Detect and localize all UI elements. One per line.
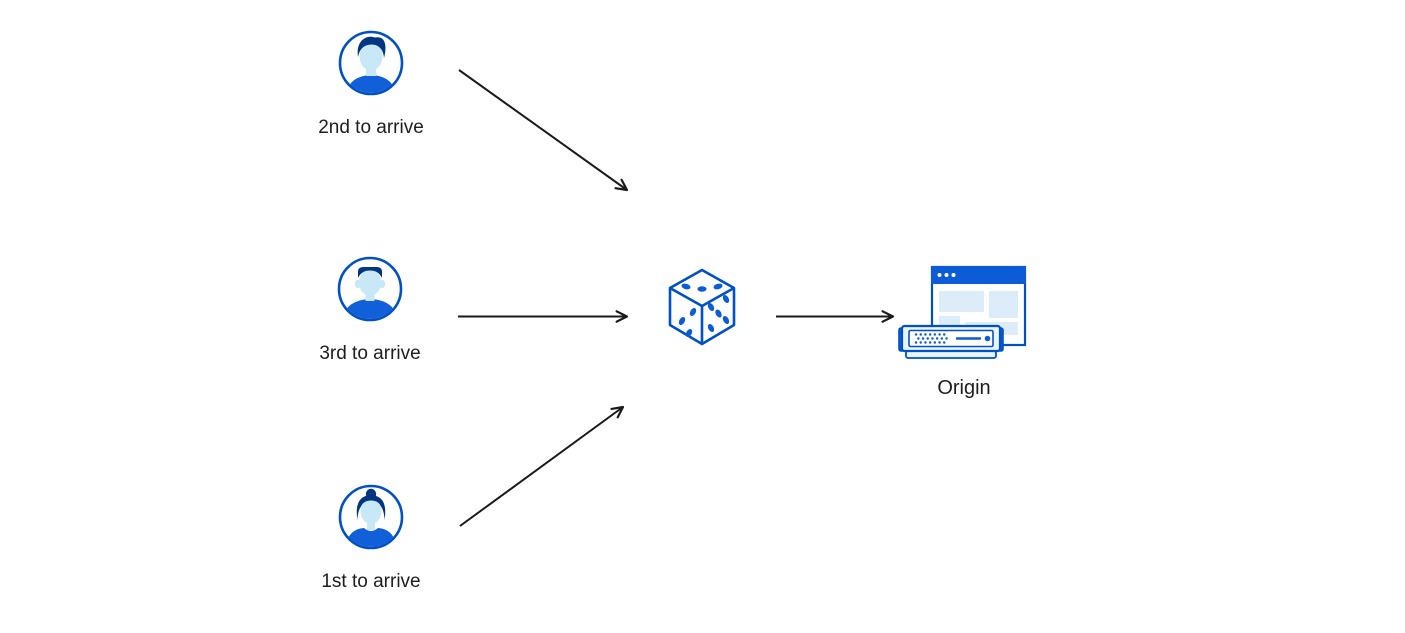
man-flat-top-avatar-icon — [337, 256, 403, 322]
origin-label: Origin — [937, 377, 991, 399]
client-label: 3rd to arrive — [319, 343, 421, 364]
man-swept-hair-avatar-icon — [338, 30, 404, 96]
client-label: 2nd to arrive — [318, 117, 424, 138]
client-node-3rd-to-arrive: 3rd to arrive — [290, 256, 450, 365]
woman-bun-avatar-icon — [338, 484, 404, 550]
dice-icon — [667, 267, 737, 347]
dice-node — [667, 267, 737, 347]
client-node-1st-to-arrive: 1st to arrive — [291, 484, 451, 593]
origin-browser-server-icon — [895, 262, 1033, 364]
client-node-2nd-to-arrive: 2nd to arrive — [291, 30, 451, 139]
origin-node: Origin — [895, 262, 1033, 399]
arrow-client2-to-dice — [458, 69, 629, 192]
arrow-client1-to-dice — [459, 405, 625, 527]
client-label: 1st to arrive — [321, 571, 421, 592]
